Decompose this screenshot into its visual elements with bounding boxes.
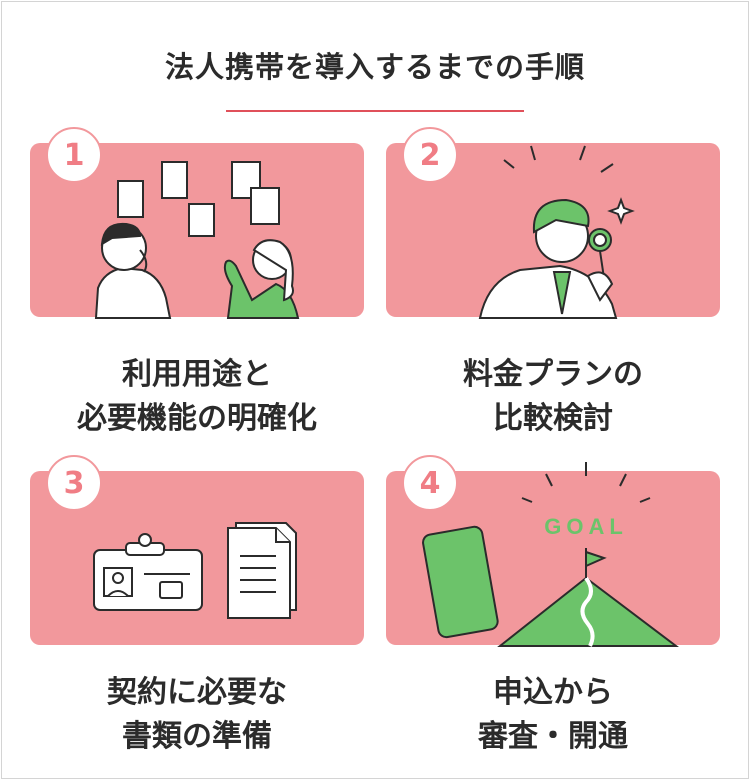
step-4-caption-line1: 申込から [493,675,613,710]
id-card-document-icon [93,522,297,619]
step-4-caption-line2: 審査・開通 [478,719,628,754]
page-title: 法人携帯を導入するまでの手順 [164,50,585,84]
step-2-caption-line1: 料金プランの [463,357,643,392]
step-4-caption: 申込から 審査・開通 [373,671,733,759]
title-underline [226,110,524,112]
step-2-caption: 料金プランの 比較検討 [373,353,733,441]
step-2-caption-line2: 比較検討 [493,401,613,436]
people-brainstorm-notes-icon [94,161,300,319]
man-magnifying-glass-icon [478,145,635,319]
step-3-caption: 契約に必要な 書類の準備 [17,671,377,759]
phone-goal-mountain-icon [422,462,679,647]
step-2-number: 2 [402,127,458,183]
step-3-caption-line2: 書類の準備 [122,719,272,754]
step-1-caption: 利用用途と 必要機能の明確化 [17,353,377,441]
goal-label: GOAL [544,514,628,539]
step-3-caption-line1: 契約に必要な [107,675,287,710]
step-1-caption-line2: 必要機能の明確化 [77,401,317,436]
step-4-number: 4 [402,455,458,511]
step-3-number: 3 [46,455,102,511]
step-1-number: 1 [46,127,102,183]
step-1-caption-line1: 利用用途と [122,357,272,392]
